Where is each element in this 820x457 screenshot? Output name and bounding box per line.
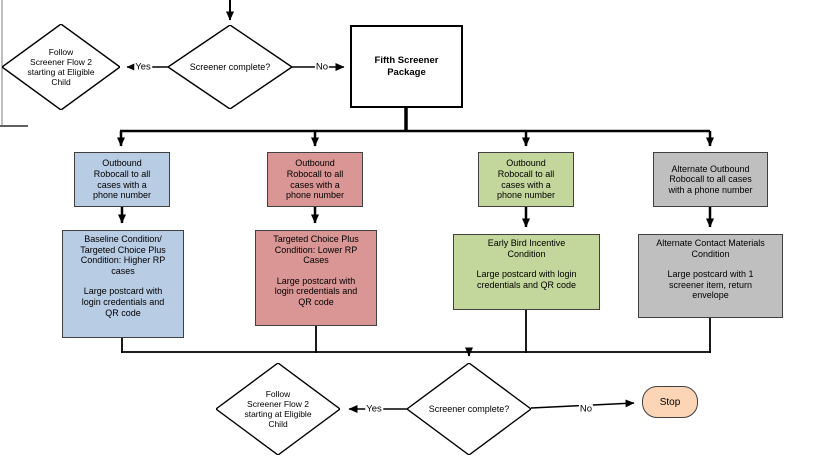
robocall-box-alternate: Alternate Outbound Robocall to all cases… <box>653 152 768 207</box>
follow-flow2-text-top: Follow Screener Flow 2 starting at Eligi… <box>27 46 95 88</box>
screener-complete-diamond-bottom: Screener complete? <box>407 363 531 455</box>
no-label-bottom: No <box>578 403 594 415</box>
follow-flow2-diamond-bottom: Follow Screener Flow 2 starting at Eligi… <box>216 363 340 455</box>
condition-title: Alternate Contact Materials Condition <box>656 238 765 259</box>
no-label-top: No <box>314 61 330 73</box>
fifth-screener-package-box: Fifth Screener Package <box>350 25 463 108</box>
condition-title: Early Bird Incentive Condition <box>487 238 566 259</box>
condition-box-targeted-choice-plus: Targeted Choice Plus Condition: Lower RP… <box>255 230 377 326</box>
robocall-box-baseline: Outbound Robocall to all cases with a ph… <box>74 152 170 207</box>
condition-materials: Large postcard with 1 screener item, ret… <box>667 269 754 301</box>
screener-complete-diamond-top: Screener complete? <box>168 25 292 109</box>
robocall-box-targeted-choice-plus: Outbound Robocall to all cases with a ph… <box>267 152 363 207</box>
condition-box-baseline: Baseline Condition/ Targeted Choice Plus… <box>62 230 184 338</box>
condition-materials: Large postcard with login credentials an… <box>476 269 577 290</box>
screener-complete-text-bottom: Screener complete? <box>428 403 510 414</box>
condition-materials: Large postcard with login credentials an… <box>274 275 358 308</box>
condition-box-alternate: Alternate Contact Materials Condition La… <box>638 234 783 318</box>
stop-terminator: Stop <box>642 386 698 418</box>
condition-title: Targeted Choice Plus Condition: Lower RP… <box>273 234 359 266</box>
robocall-box-early-bird: Outbound Robocall to all cases with a ph… <box>478 152 574 207</box>
condition-box-early-bird: Early Bird Incentive Condition Large pos… <box>453 234 600 310</box>
condition-materials: Large postcard with login credentials an… <box>81 286 165 318</box>
screener-complete-text-top: Screener complete? <box>189 61 271 72</box>
condition-title: Baseline Condition/ Targeted Choice Plus… <box>80 234 166 276</box>
follow-flow2-diamond-top: Follow Screener Flow 2 starting at Eligi… <box>2 24 120 110</box>
yes-label-top: Yes <box>134 61 152 73</box>
follow-flow2-text-bottom: Follow Screener Flow 2 starting at Eligi… <box>244 388 312 430</box>
yes-label-bottom: Yes <box>365 403 383 415</box>
